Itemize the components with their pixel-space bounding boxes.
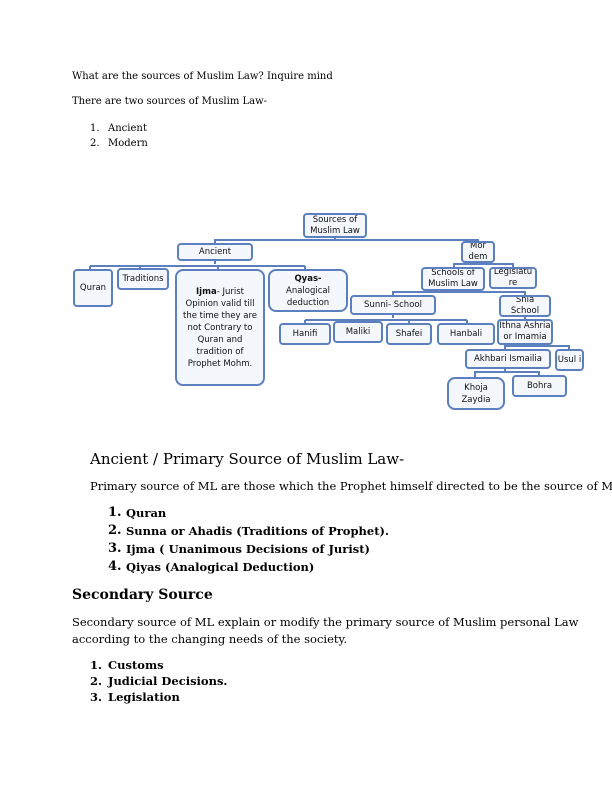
ijma-box: Ijma- Jurist Opinion valid till the time…: [175, 269, 265, 386]
box-label: Quran: [79, 282, 107, 293]
list-number: 2.: [90, 674, 103, 688]
list-item: 4. Qiyas (Analogical Deduction): [90, 558, 389, 576]
list-text: Modern: [108, 138, 148, 149]
hanbali-box: Hanbali: [437, 323, 495, 345]
box-label: Hanifi: [292, 328, 318, 339]
list-number: 3.: [90, 690, 103, 704]
list-number: 1.: [90, 658, 103, 672]
list-text: Quran: [126, 506, 167, 520]
primary-list: 1. Quran 2. Sunna or Ahadis (Traditions of…: [90, 504, 389, 576]
traditions-box: Traditions: [117, 268, 169, 290]
list-item: 3. Legislation: [72, 689, 227, 705]
intro-list: 1. Ancient 2. Modern: [72, 121, 148, 151]
list-number: 3.: [108, 541, 122, 556]
box-label: Khoja Zaydia: [461, 382, 491, 405]
list-text: Qiyas (Analogical Deduction): [126, 560, 315, 574]
box-label: Akhbari Ismailia: [473, 353, 542, 364]
list-number: 2.: [108, 523, 122, 538]
box-label: Ithna Ashria or Imamia: [499, 321, 551, 342]
list-item: 1. Customs: [72, 657, 227, 673]
modern-box: Mor dem: [461, 241, 495, 263]
box-label: Ancient: [198, 246, 232, 257]
list-item: 2. Judicial Decisions.: [72, 673, 227, 689]
box-label: Qyas- Analogical deduction: [274, 273, 342, 309]
list-text: Sunna or Ahadis (Traditions of Prophet).: [126, 524, 389, 538]
list-number: 4.: [108, 559, 122, 574]
list-text: Ancient: [108, 123, 147, 134]
box-label: Sunni- School: [364, 299, 422, 310]
qyas-box: Qyas- Analogical deduction: [268, 269, 348, 312]
box-label: Hanbali: [449, 328, 483, 339]
box-label: Shia School: [510, 295, 540, 316]
box-label: Bohra: [526, 380, 553, 391]
secondary-heading: Secondary Source: [72, 587, 213, 603]
qyas-label-bold: Qyas-: [294, 273, 322, 284]
box-label: Ijma- Jurist Opinion valid till the time…: [183, 286, 257, 370]
question-text: What are the sources of Muslim Law? Inqu…: [72, 71, 333, 82]
ithna-box: Ithna Ashria or Imamia: [497, 319, 553, 345]
list-item: 2. Modern: [72, 136, 148, 151]
sources-root-box: Sources of Muslim Law: [303, 213, 367, 238]
list-number: 1.: [108, 505, 122, 520]
shia-box: Shia School: [499, 295, 551, 317]
box-label: Usul i: [557, 354, 582, 365]
maliki-box: Maliki: [333, 321, 383, 343]
primary-body: Primary source of ML are those which the…: [90, 479, 612, 493]
list-text: Legislation: [108, 690, 180, 704]
list-number: 1.: [90, 123, 100, 134]
hanifi-box: Hanifi: [279, 323, 331, 345]
khoja-box: Khoja Zaydia: [447, 377, 505, 410]
list-text: Ijma ( Unanimous Decisions of Jurist): [126, 542, 370, 556]
list-item: 1. Ancient: [72, 121, 148, 136]
sunni-box: Sunni- School: [350, 295, 436, 315]
box-label: Mor dem: [468, 241, 488, 262]
ancient-box: Ancient: [177, 243, 253, 261]
box-label: Maliki: [345, 326, 371, 337]
box-label: Legislatu re: [493, 267, 533, 288]
legislature-box: Legislatu re: [489, 267, 537, 289]
secondary-body-line1: Secondary source of ML explain or modify…: [72, 615, 579, 629]
list-item: 1. Quran: [90, 504, 389, 522]
box-label: Traditions: [122, 273, 164, 284]
ijma-label-bold: Ijma: [196, 286, 217, 297]
akhbari-box: Akhbari Ismailia: [465, 349, 551, 369]
list-number: 2.: [90, 138, 100, 149]
list-text: Customs: [108, 658, 164, 672]
bohra-box: Bohra: [512, 375, 567, 397]
ijma-label-rest: - Jurist Opinion valid till the time the…: [183, 286, 257, 369]
list-text: Judicial Decisions.: [108, 674, 228, 688]
list-item: 2. Sunna or Ahadis (Traditions of Prophet…: [90, 522, 389, 540]
usuli-box: Usul i: [555, 349, 584, 371]
schools-box: Schools of Muslim Law: [421, 267, 485, 291]
secondary-body-line2: according to the changing needs of the s…: [72, 632, 348, 646]
qyas-label-rest: Analogical deduction: [286, 285, 330, 308]
primary-heading: Ancient / Primary Source of Muslim Law-: [90, 450, 405, 468]
box-label: Sources of Muslim Law: [310, 214, 360, 236]
intro-statement: There are two sources of Muslim Law-: [72, 96, 268, 107]
shafei-box: Shafei: [386, 323, 432, 345]
box-label: Schools of Muslim Law: [428, 268, 478, 289]
list-item: 3. Ijma ( Unanimous Decisions of Jurist): [90, 540, 389, 558]
secondary-list: 1. Customs 2. Judicial Decisions. 3. Legisl…: [72, 657, 227, 705]
box-label: Shafei: [395, 328, 423, 339]
quran-box: Quran: [73, 269, 113, 307]
